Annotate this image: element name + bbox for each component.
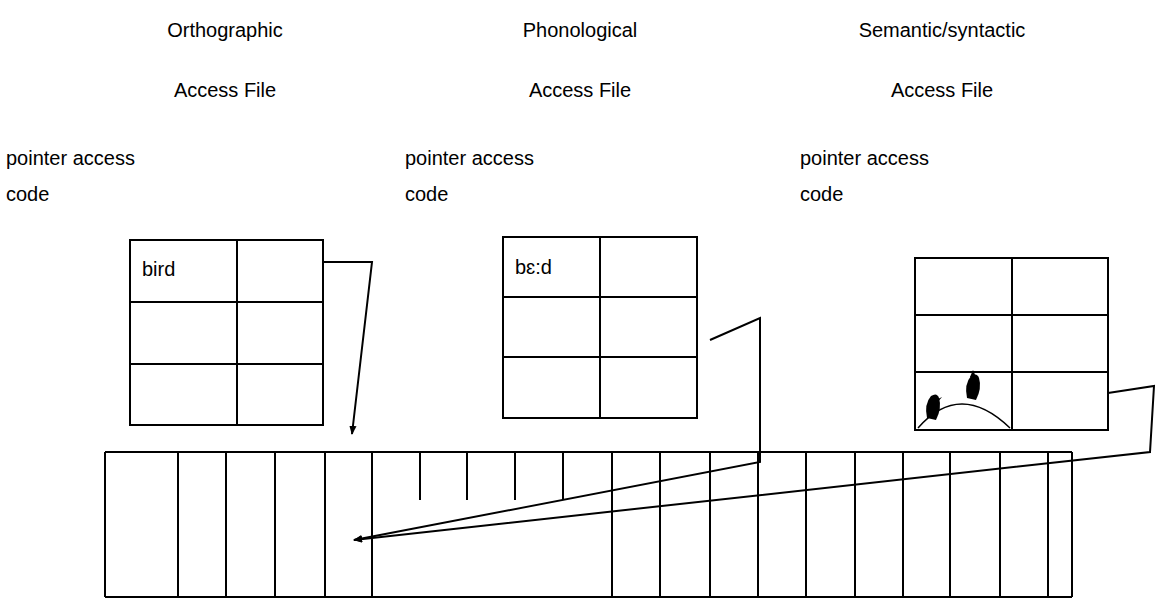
access-code: bɛ:d	[515, 254, 595, 280]
bird-picture	[918, 370, 1010, 428]
access-table	[503, 237, 697, 418]
file-heading: Semantic/syntactic Access File	[837, 0, 1047, 120]
column-label: pointer access code	[800, 140, 940, 212]
file-heading: Orthographic Access File	[140, 0, 310, 120]
column-label: pointer access code	[405, 140, 545, 212]
access-table	[915, 258, 1108, 430]
access-table	[130, 240, 323, 425]
file-heading: Phonological Access File	[495, 0, 665, 120]
column-label: pointer access code	[6, 140, 146, 212]
access-code: bird	[142, 256, 232, 282]
pointer-arrow	[323, 262, 1154, 540]
access-file: Orthographic Access File pointer access c…	[0, 0, 310, 282]
access-file: Phonological Access File pointer access c…	[0, 0, 665, 280]
access-file: Semantic/syntactic Access File pointer ac…	[0, 0, 1047, 212]
master-file-strip	[105, 452, 1072, 597]
